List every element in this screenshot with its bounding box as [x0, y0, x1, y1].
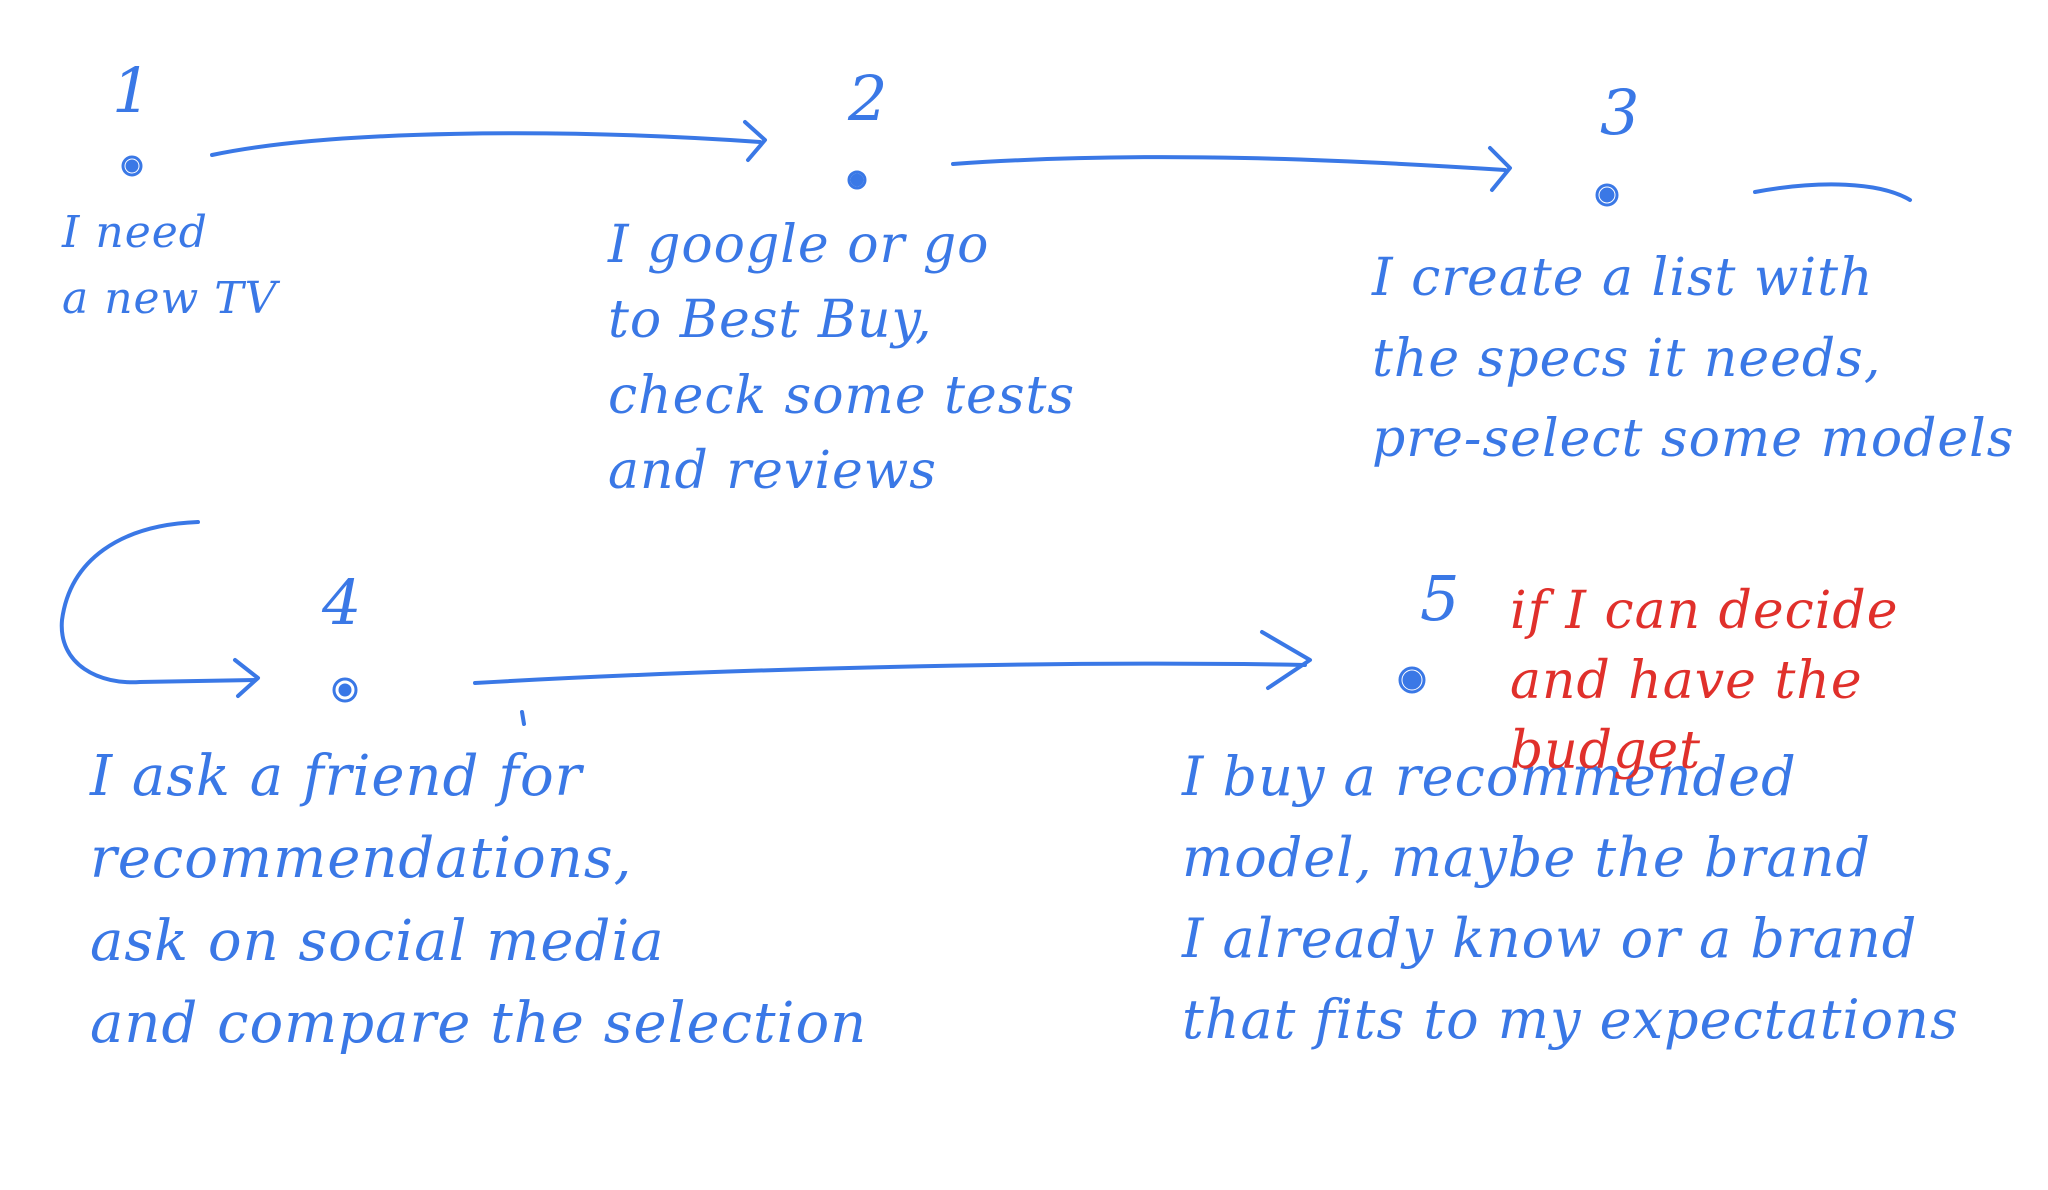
arrowhead-1-to-2	[743, 120, 767, 162]
ink-mark	[520, 710, 526, 726]
arrow-3-continuation	[1753, 182, 1912, 202]
step-number-1: 1	[112, 54, 152, 127]
step-text-3: I create a list with the specs it needs,…	[1372, 248, 2015, 470]
step-dot-4-fill	[338, 683, 352, 697]
step-dot-3-fill	[1599, 187, 1615, 203]
step-text-1: I need a new TV	[62, 207, 278, 324]
step-dot-2	[847, 170, 867, 190]
arrowhead-return-to-4	[233, 658, 260, 698]
arrow-4-to-5	[473, 661, 1307, 685]
step-dot-3	[1595, 183, 1619, 207]
arrowhead-4-to-5	[1260, 630, 1312, 690]
step-number-5: 5	[1420, 562, 1460, 635]
step-text-5: I buy a recommended model, maybe the bra…	[1182, 745, 1959, 1051]
step-dot-5	[1398, 666, 1426, 694]
step-dot-5-fill	[1402, 670, 1422, 690]
arrow-2-to-3	[951, 155, 1507, 172]
step-dot-1-fill	[125, 159, 139, 173]
step-dot-1	[121, 155, 143, 177]
step-number-3: 3	[1600, 76, 1640, 149]
step-number-2: 2	[848, 62, 888, 135]
step-dot-2-fill	[850, 173, 864, 187]
return-curve-to-4	[59, 520, 257, 685]
step-number-4: 4	[322, 566, 362, 639]
step-dot-4	[332, 677, 358, 703]
step-text-2: I google or go to Best Buy, check some t…	[608, 215, 1076, 502]
step-text-4: I ask a friend for recommendations, ask …	[90, 744, 868, 1056]
arrow-1-to-2	[210, 131, 762, 157]
arrowhead-2-to-3	[1488, 146, 1512, 192]
condition-note: if I can decide and have the budget	[1510, 581, 1899, 782]
